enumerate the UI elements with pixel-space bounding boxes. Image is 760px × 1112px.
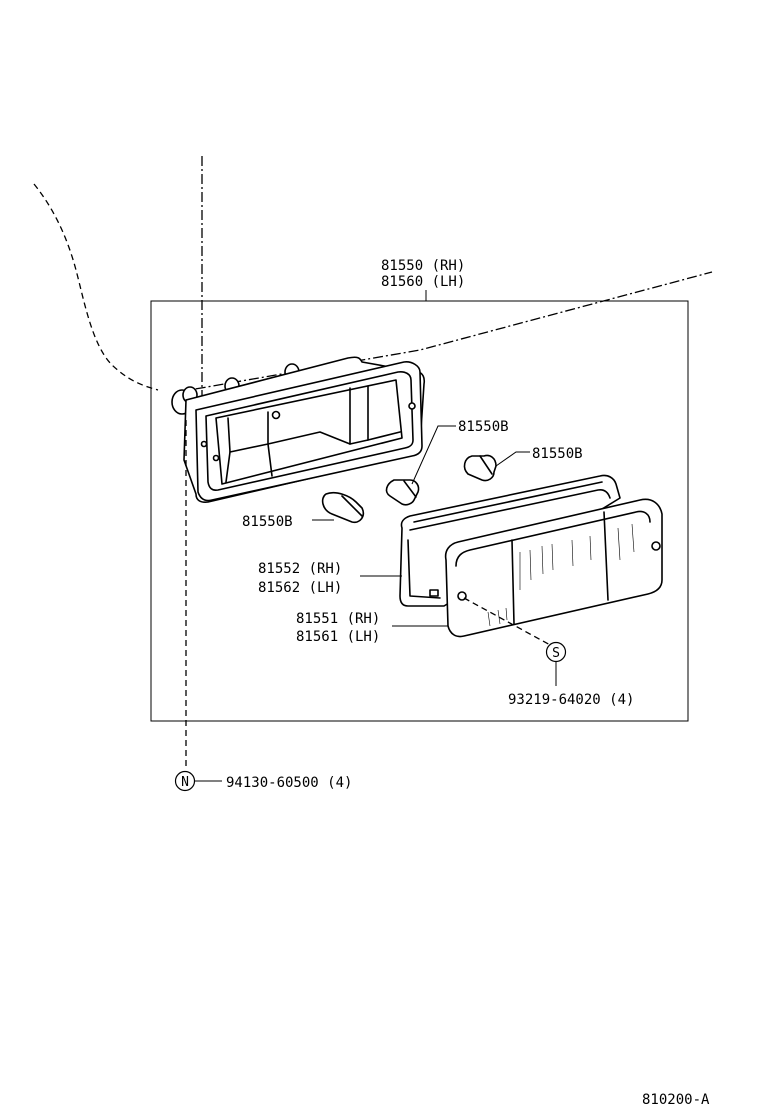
body-contour-line (33, 183, 159, 391)
label-lens-rh: 81551 (RH) (296, 611, 380, 627)
label-bulb-top: 81550B (458, 419, 509, 435)
screw-axis-line (463, 597, 553, 647)
leader-bulb-top (411, 425, 456, 485)
screw-symbol: S (545, 641, 567, 663)
assembly-frame (150, 300, 689, 722)
leader-bulb-right (495, 451, 530, 467)
diagram-code: 810200-A (642, 1092, 710, 1108)
nut-symbol-letter: N (181, 775, 189, 790)
bulb-left (321, 491, 365, 524)
body-panel-reference-line (177, 271, 713, 393)
label-screw-part: 93219-64020 (4) (508, 692, 634, 708)
label-assembly-lh: 81560 (LH) (381, 274, 465, 290)
bulb-top (385, 479, 420, 506)
label-assembly-rh: 81550 (RH) (381, 258, 465, 274)
screw-symbol-letter: S (552, 646, 560, 661)
lamp-lens (444, 498, 663, 638)
label-bulb-right: 81550B (532, 446, 583, 462)
label-lens-lh: 81561 (LH) (296, 629, 380, 645)
bulb-right (463, 454, 497, 482)
label-gasket-lh: 81562 (LH) (258, 580, 342, 596)
lamp-housing (171, 356, 426, 503)
label-bulb-left: 81550B (242, 514, 293, 530)
label-gasket-rh: 81552 (RH) (258, 561, 342, 577)
label-nut-part: 94130-60500 (4) (226, 775, 352, 791)
nut-symbol: N (174, 770, 196, 792)
